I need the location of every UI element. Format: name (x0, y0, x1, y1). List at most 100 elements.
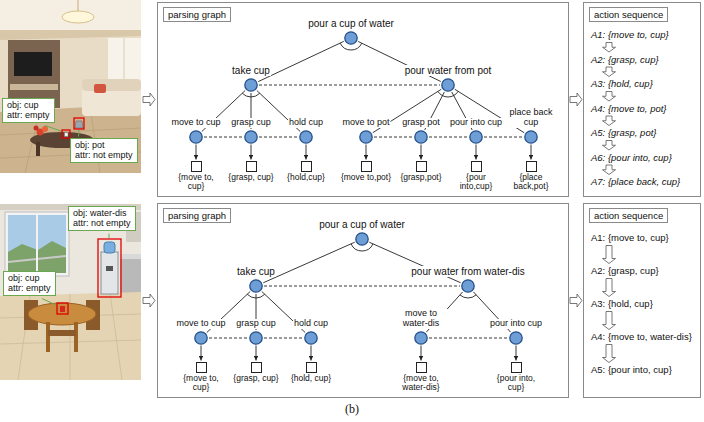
and-or-node: move to cup (189, 130, 203, 144)
action-step: A1: {move to, cup} (591, 29, 669, 41)
and-or-node: move to pot (359, 130, 373, 144)
node-circle (525, 131, 537, 143)
terminal-arrow (531, 145, 532, 160)
kitchen-photo (106, 266, 113, 271)
and-or-node: pour into cup (469, 130, 483, 144)
panel-box: parsing graphpour a cup of watertake cup… (157, 2, 569, 197)
terminal-arrow (366, 145, 367, 160)
action-arrow (603, 92, 616, 102)
node-circle (244, 78, 258, 92)
terminal-arrow (306, 145, 307, 160)
node-circle (299, 130, 313, 144)
node-circle (461, 279, 475, 293)
node-circle (356, 233, 368, 245)
panel-title: parsing graph (163, 208, 231, 223)
terminal-node: {hold, cup} (306, 362, 317, 373)
node-circle (509, 331, 523, 345)
and-or-node: pour water from water-dis (461, 279, 475, 293)
node-circle (524, 130, 538, 144)
and-or-node: take cup (249, 279, 263, 293)
living-room-photo (42, 126, 48, 132)
callout-text: obj: cup (7, 100, 50, 110)
kitchen-photo (60, 306, 65, 312)
terminal-node: {grasp, cup} (251, 362, 262, 373)
action-step: A3: {hold, cup} (591, 298, 653, 310)
and-or-node: pour a cup of water (344, 31, 358, 45)
terminal-node: {move to, cup} (196, 362, 207, 373)
panel-title: parsing graph (163, 7, 231, 22)
kitchen-photo (5, 212, 69, 276)
living-room-photo (78, 130, 80, 137)
callout-text: attr: empty (7, 110, 50, 120)
node-label: hold cup (288, 118, 324, 128)
terminal-label: {move to, cup} (174, 374, 228, 393)
terminal-arrow (516, 346, 517, 361)
action-label: A1: {move to, cup} (591, 232, 669, 244)
node-circle (415, 131, 427, 143)
node-circle (414, 130, 428, 144)
and-arc (460, 295, 476, 298)
panel-title: action sequence (589, 208, 668, 223)
action-step: A5: {grasp, pot} (591, 127, 657, 139)
node-label: move to water-dis (393, 309, 449, 329)
node-circle (249, 331, 263, 345)
action-step: A3: {hold, cup} (591, 78, 653, 90)
terminal-arrow (421, 346, 422, 361)
action-step: A2: {grasp, cup} (591, 54, 659, 66)
terminal-label: {move to, cup} (169, 173, 223, 192)
node-circle (355, 232, 369, 246)
terminal-node: {grasp, cup} (246, 161, 257, 172)
callout-box: obj: potattr: not empty (70, 138, 138, 163)
callout-box: obj: cupattr: empty (3, 271, 56, 296)
kitchen-photo (109, 234, 110, 239)
node-circle (250, 332, 262, 344)
kitchen-photo (46, 322, 50, 352)
callout-text: obj: water-dis (73, 208, 131, 218)
node-circle (249, 279, 263, 293)
node-circle (250, 280, 262, 292)
node-circle (510, 332, 522, 344)
action-label: A3: {hold, cup} (591, 298, 653, 310)
living-room-photo (0, 107, 141, 173)
node-label: pour into cup (449, 118, 503, 128)
node-circle (441, 78, 455, 92)
living-room-photo (65, 133, 69, 137)
action-label: A4: {move to, pot} (591, 103, 667, 115)
tree-edge (258, 41, 344, 81)
action-arrow (603, 116, 616, 126)
and-or-node: place back cup (524, 130, 538, 144)
panel-box: parsing graph pour a cup of water take cup… (157, 203, 569, 398)
living-room-photo (94, 84, 106, 93)
action-label: A2: {grasp, cup} (591, 265, 659, 277)
sequence-edge (209, 338, 248, 339)
hollow-arrow (143, 93, 155, 106)
node-label: take cup (236, 266, 276, 277)
living-room-photo (14, 52, 52, 76)
terminal-label: {move to,pot} (340, 173, 392, 182)
action-step: A4: {move to, pot} (591, 103, 667, 115)
kitchen-photo (0, 204, 141, 380)
and-or-node: pour water from pot (441, 78, 455, 92)
node-circle (245, 131, 257, 143)
sequence-edge (484, 137, 523, 138)
and-or-node: grasp cup (249, 331, 263, 345)
and-or-node: hold cup (299, 130, 313, 144)
living-room-photo (45, 126, 61, 132)
living-room-photo (0, 0, 141, 173)
terminal-label: {hold,cup} (286, 173, 326, 182)
terminal-node: {move to, cup} (191, 161, 202, 172)
terminal-arrow (476, 145, 477, 160)
node-circle (189, 130, 203, 144)
and-or-node: pour a cup of water (355, 232, 369, 246)
terminal-label: {grasp, cup} (227, 173, 274, 182)
kitchen-photo (120, 254, 141, 259)
action-label: A6: {pour into, cup} (591, 152, 672, 164)
tree-edge (263, 242, 354, 283)
terminal-label: {grasp,pot} (399, 173, 442, 182)
action-arrow (603, 312, 616, 330)
action-arrow (603, 246, 616, 264)
node-label: pour a cup of water (318, 219, 406, 230)
panel-title: action sequence (589, 7, 668, 22)
callout-text: attr: not empty (73, 218, 131, 228)
kitchen-photo (36, 215, 38, 273)
